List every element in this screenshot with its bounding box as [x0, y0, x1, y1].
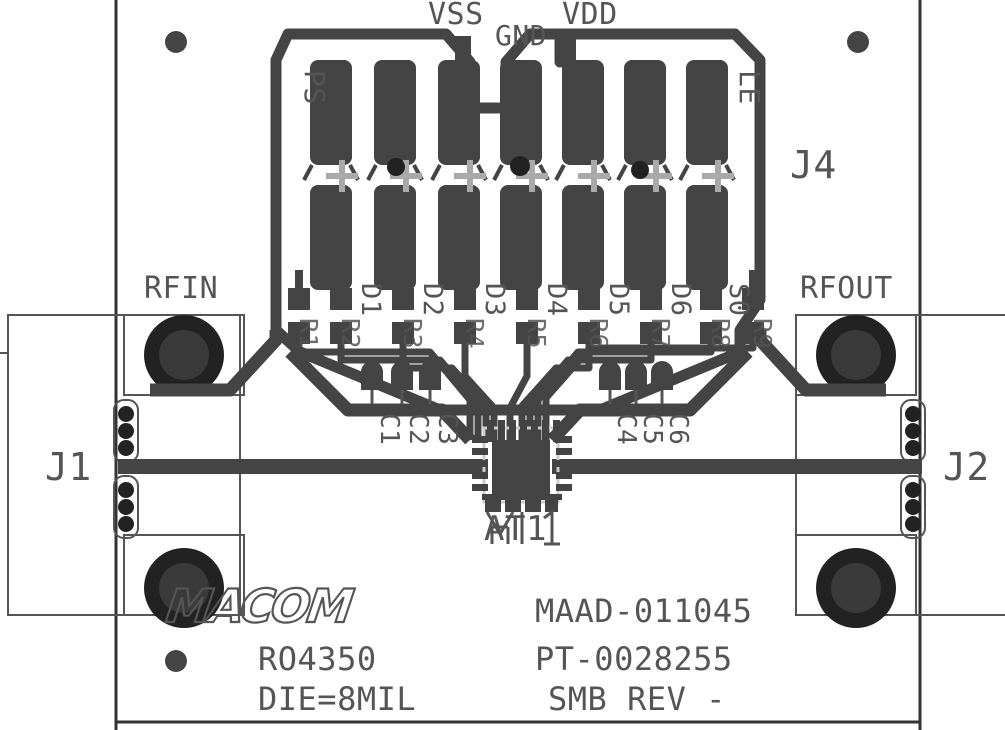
label-vss: VSS	[428, 0, 484, 32]
label-j2: J2	[943, 445, 990, 489]
label-d6: D6	[665, 283, 696, 317]
header-pad-array	[310, 60, 728, 290]
label-d2: D2	[417, 283, 448, 317]
ground-pour-arms	[150, 330, 886, 445]
label-r7: R7	[646, 318, 675, 349]
capacitor-pads-right	[599, 361, 673, 404]
label-r6: R6	[584, 318, 613, 349]
label-r4: R4	[460, 318, 489, 349]
label-d4: D4	[541, 283, 572, 317]
via-top-right	[847, 31, 869, 53]
header-ground-pour	[270, 28, 766, 416]
header-row-vias	[387, 156, 649, 179]
at1-silk-marking	[485, 509, 560, 546]
text-part-number: MAAD-011045	[535, 592, 752, 630]
label-c1: C1	[374, 413, 404, 445]
macom-wordmark: MACOM	[163, 579, 357, 633]
via-bottom-left	[165, 650, 187, 672]
label-rfin: RFIN	[144, 271, 218, 306]
text-die: DIE=8MIL	[258, 680, 416, 718]
silkscreen-cross-marks	[326, 160, 734, 192]
label-c4: C4	[611, 413, 641, 445]
label-r9: R9	[748, 318, 777, 349]
ic-at1-package	[472, 420, 572, 512]
label-r2: R2	[336, 318, 365, 349]
label-c5: C5	[637, 413, 667, 445]
sma-launch-pads	[123, 314, 917, 628]
label-d3: D3	[479, 283, 510, 317]
label-c6: C6	[663, 413, 693, 445]
macom-logo: MACOM	[162, 578, 358, 634]
label-d5: D5	[603, 283, 634, 317]
power-routing-stubs	[455, 36, 576, 66]
label-r8: R8	[706, 318, 735, 349]
label-j1: J1	[45, 445, 92, 489]
fanout-traces	[295, 344, 757, 440]
capacitor-pads-left	[361, 361, 441, 404]
label-c3: C3	[432, 413, 462, 445]
rf-transmission-line	[118, 459, 922, 474]
label-ps: PS	[298, 70, 331, 105]
label-gnd: GND	[495, 19, 547, 52]
label-vdd: VDD	[562, 0, 618, 32]
label-le: LE	[733, 70, 766, 105]
label-r1: R1	[294, 318, 323, 349]
label-s0: S0	[723, 283, 754, 317]
label-r5: R5	[522, 318, 551, 349]
text-material: RO4350	[258, 640, 377, 678]
mounting-vias	[165, 31, 869, 672]
via-top-left	[165, 31, 187, 53]
text-drawing-number: PT-0028255	[535, 640, 733, 678]
resistor-pad-array	[288, 270, 764, 344]
label-at1: AT1	[484, 509, 547, 549]
label-j4: J4	[790, 143, 837, 187]
label-d1: D1	[355, 283, 386, 317]
label-r3: R3	[398, 318, 427, 349]
label-rfout: RFOUT	[800, 271, 893, 306]
board-outline	[114, 0, 922, 730]
text-revision: SMB REV -	[548, 680, 726, 718]
label-c2: C2	[403, 413, 433, 445]
